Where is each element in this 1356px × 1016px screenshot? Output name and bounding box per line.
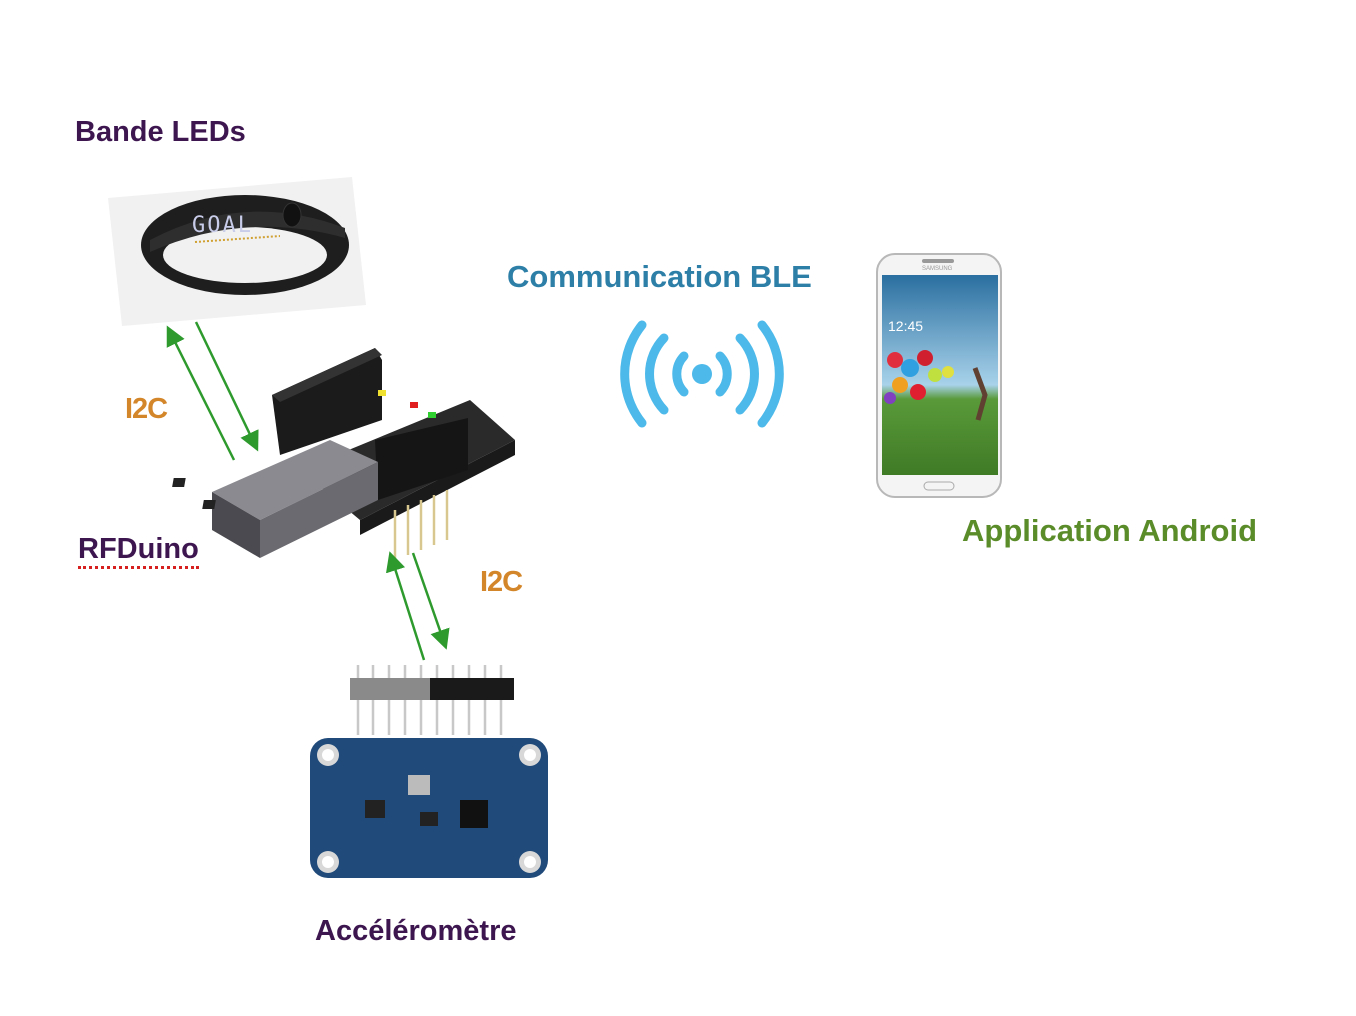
wireless-signal-icon — [620, 320, 784, 428]
accelerometer-label: Accéléromètre — [315, 915, 517, 947]
android-phone-image: SAMSUNG 12:45 — [876, 253, 1002, 498]
i2c-arrow-up-bottom — [386, 551, 426, 661]
led-bracelet-image: GOAL — [108, 177, 366, 326]
i2c-arrow-down-bottom — [411, 552, 450, 650]
rfduino-label: RFDuino — [78, 533, 199, 569]
rfduino-board-image — [172, 348, 515, 560]
accelerometer-board-image — [310, 665, 548, 878]
i2c-label-bottom: I2C — [480, 566, 523, 598]
phone-brand: SAMSUNG — [922, 266, 953, 272]
ble-communication-label: Communication BLE — [507, 259, 812, 294]
bracelet-display-text: GOAL — [192, 213, 253, 238]
i2c-arrow-up-top — [166, 325, 236, 461]
android-app-label: Application Android — [962, 513, 1258, 548]
led-band-label: Bande LEDs — [75, 116, 246, 148]
phone-clock: 12:45 — [888, 318, 923, 334]
i2c-arrow-down-top — [194, 321, 259, 452]
i2c-label-top: I2C — [125, 393, 168, 425]
